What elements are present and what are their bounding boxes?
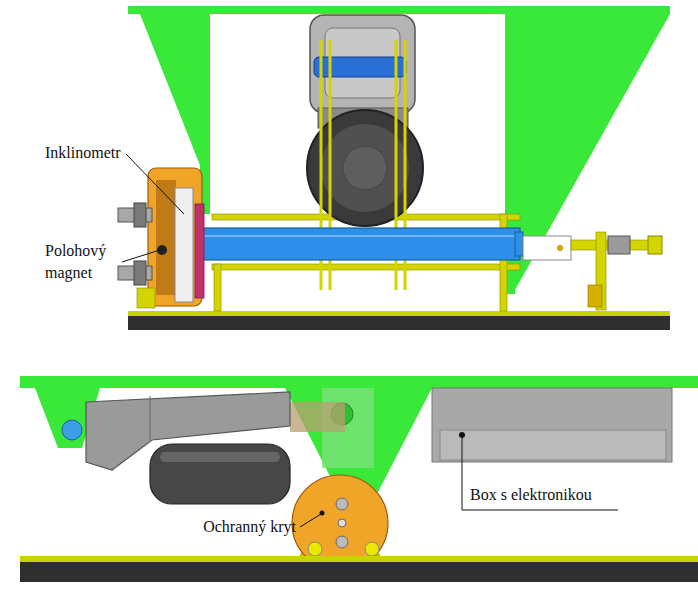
frame <box>128 6 670 294</box>
base-plate <box>128 311 670 330</box>
frame <box>285 388 432 492</box>
motor <box>343 146 387 190</box>
shaft-end-clevis <box>523 236 571 260</box>
frame <box>62 420 82 440</box>
sensor-housing <box>118 168 204 308</box>
electronics-box <box>432 388 672 462</box>
base-plate <box>20 556 698 562</box>
shaft-end-clevis <box>588 285 602 307</box>
base-plate <box>128 311 670 316</box>
base-plate <box>20 562 698 582</box>
base-plate <box>20 556 698 582</box>
leader-line <box>300 514 321 527</box>
linear-actuator <box>160 452 280 462</box>
sensor-housing <box>175 188 193 302</box>
sensor-housing <box>134 203 146 227</box>
linear-actuator <box>150 396 151 440</box>
leader-line <box>122 249 163 262</box>
electronics-box <box>432 388 672 462</box>
protective-cover <box>308 542 322 556</box>
frame <box>20 376 698 388</box>
linear-actuator <box>86 392 290 470</box>
sensor-housing <box>137 288 155 308</box>
linear-actuator <box>86 392 345 504</box>
part-label: Inklinometr <box>45 142 121 164</box>
linear-actuator <box>290 402 345 432</box>
shaft-end-clevis <box>648 236 662 254</box>
leader-line <box>320 511 325 516</box>
sensor-housing <box>156 180 176 295</box>
sensor-housing <box>195 204 204 298</box>
leader-line <box>122 154 184 262</box>
part-label: Box s elektronikou <box>470 484 592 506</box>
frame <box>128 6 670 14</box>
shaft <box>198 235 518 237</box>
frame <box>515 14 670 290</box>
shaft <box>195 228 523 260</box>
frame <box>140 14 205 178</box>
shaft-end-clevis <box>557 245 563 251</box>
motor <box>314 57 406 77</box>
leader-line <box>300 435 618 527</box>
sensor-housing <box>148 168 202 306</box>
base-plate <box>128 316 670 330</box>
shaft-end-clevis <box>608 236 630 254</box>
shaft-end-clevis <box>523 232 662 310</box>
protective-cover <box>338 519 346 527</box>
protective-cover <box>336 536 348 548</box>
leader-line <box>462 435 618 510</box>
part-label: Ochranný kryt <box>203 516 296 538</box>
shaft <box>195 228 520 260</box>
motor <box>310 15 415 113</box>
protective-cover <box>336 498 348 510</box>
protective-cover <box>365 542 379 556</box>
yellow-bracket <box>212 264 520 270</box>
yellow-bracket <box>214 264 221 311</box>
linear-actuator <box>150 444 290 504</box>
sensor-housing <box>134 261 146 285</box>
shaft <box>515 232 523 256</box>
leader-line <box>126 154 184 214</box>
electronics-box <box>440 430 666 460</box>
part-label: Polohový magnet <box>45 240 125 284</box>
frame <box>20 376 698 492</box>
